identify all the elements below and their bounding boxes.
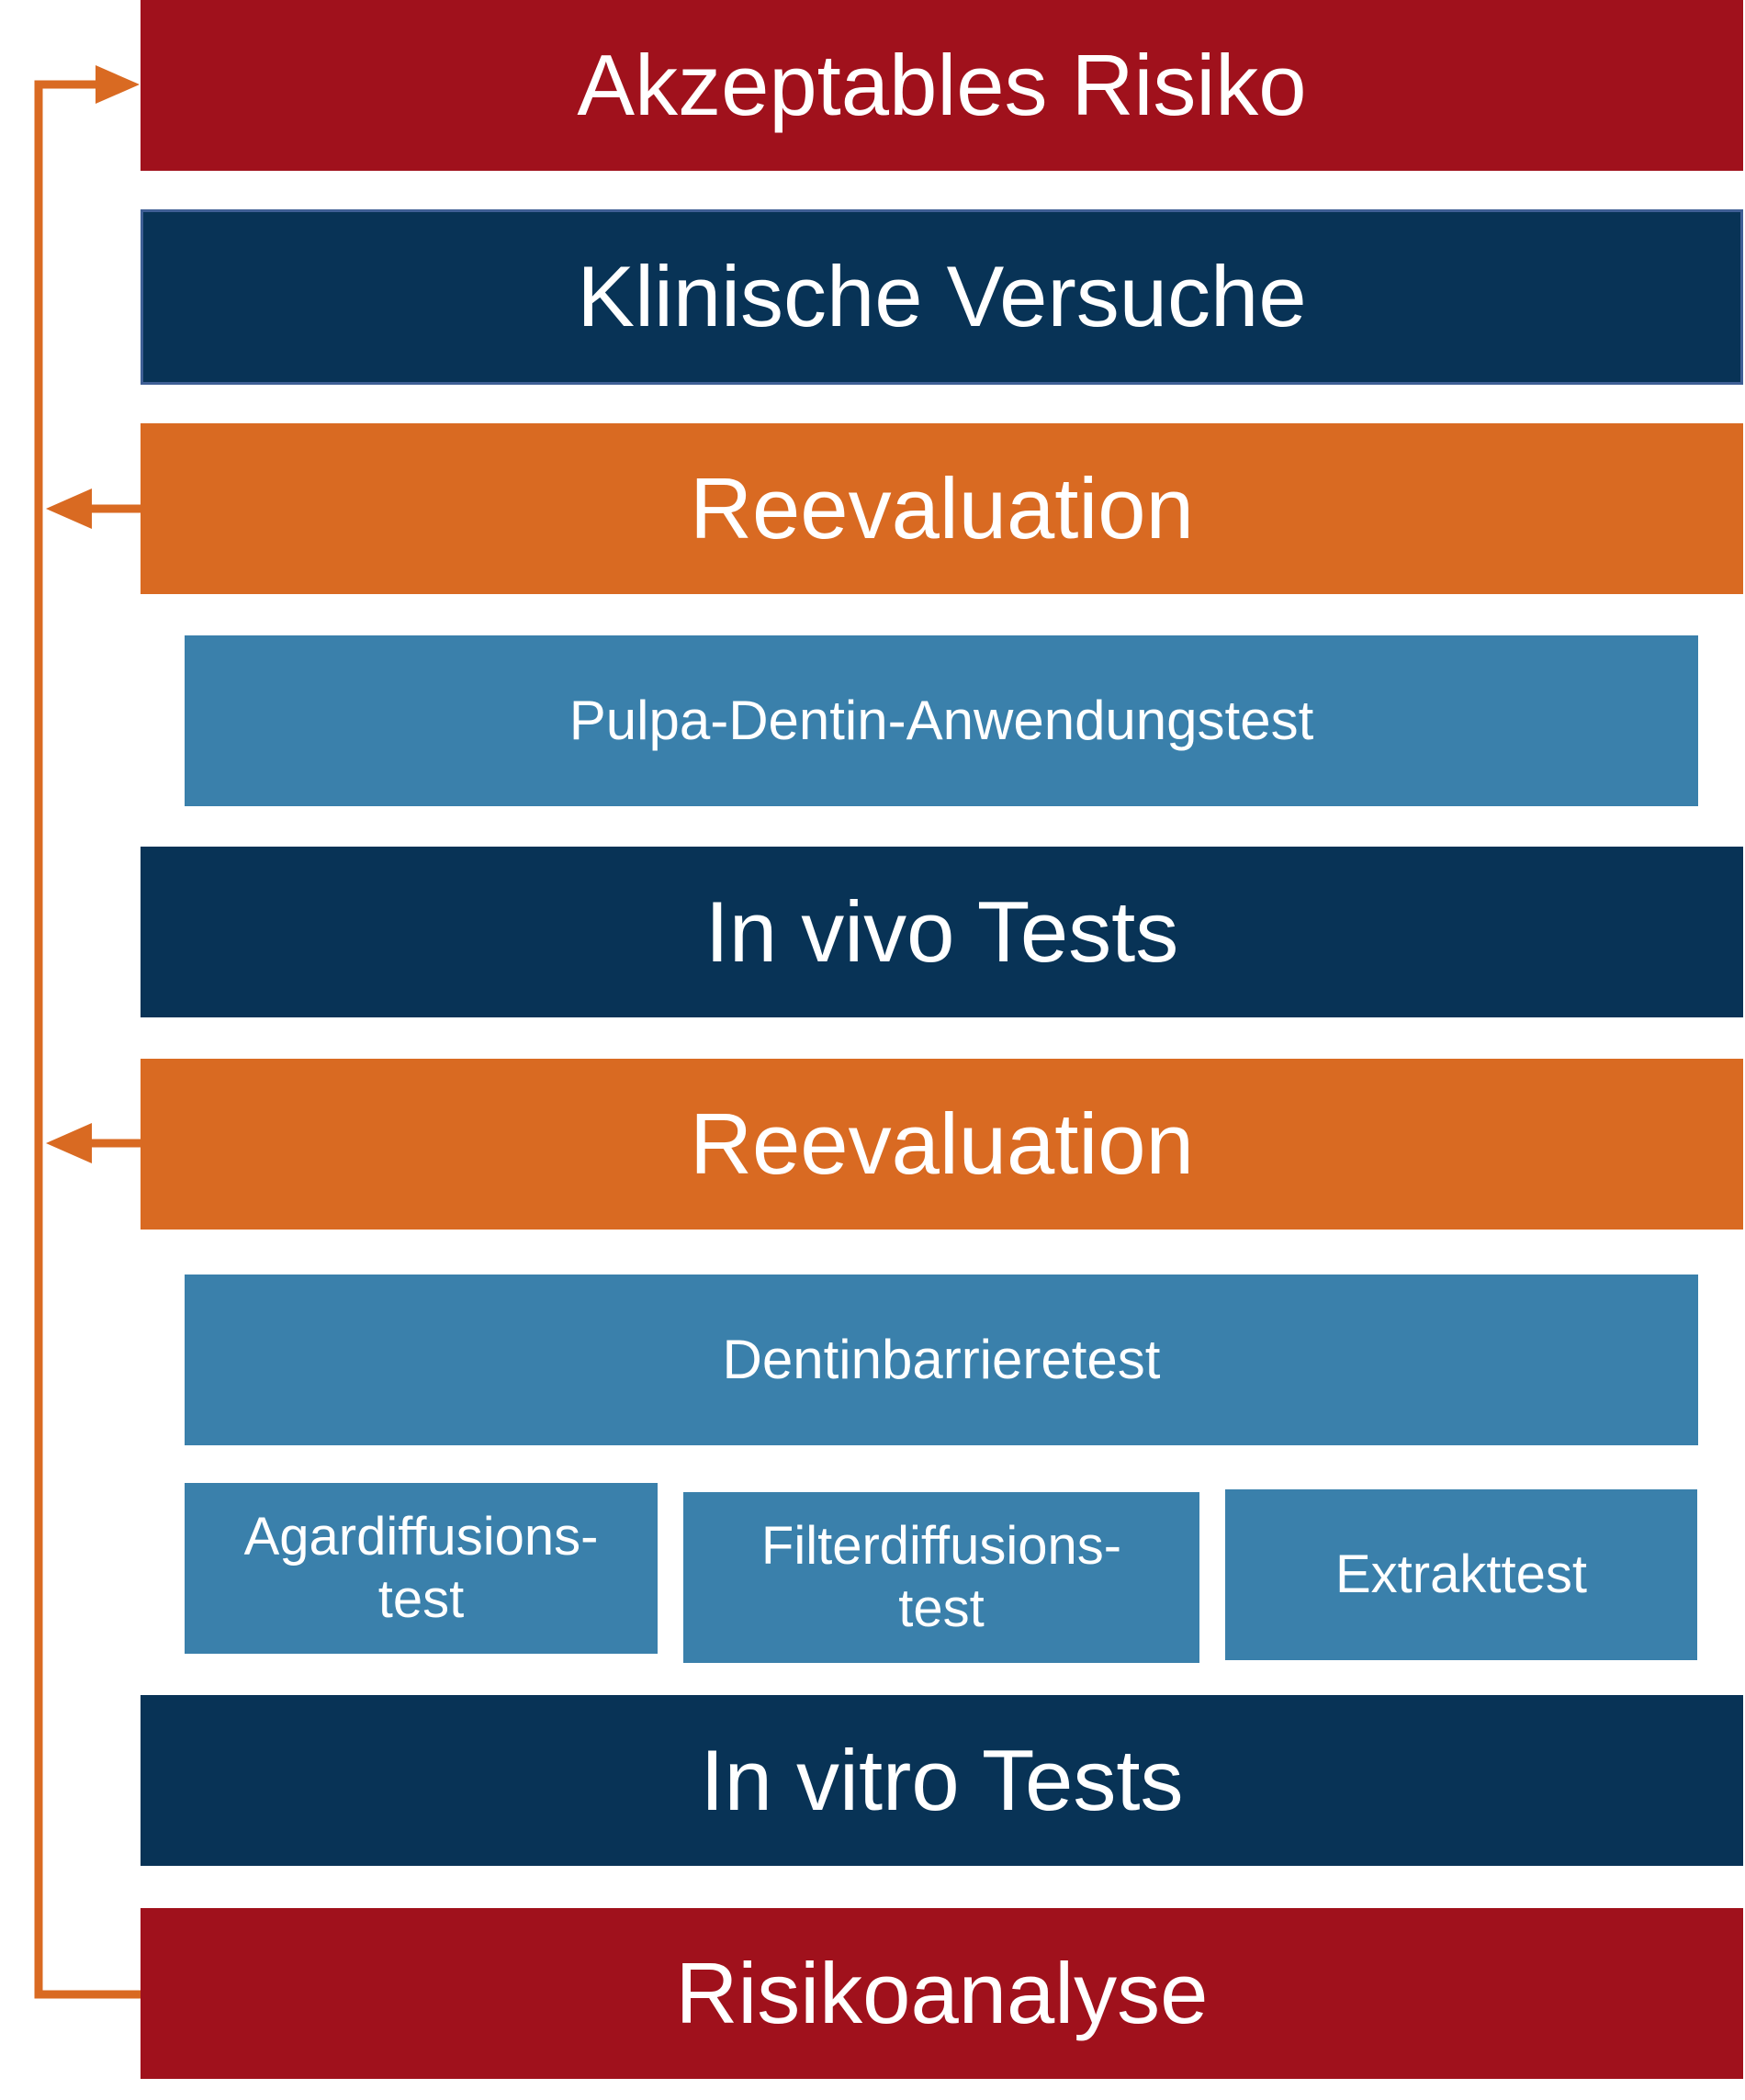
reevaluation-lower-box: Reevaluation [141,1059,1743,1230]
feedback-loop-line [34,80,141,1999]
pulp-dentin-test-box: Pulpa-Dentin-Anwendungstest [185,635,1698,806]
reevaluation-upper-label: Reevaluation [690,459,1194,556]
reevaluation-upper-box: Reevaluation [141,423,1743,594]
extract-test-box: Extrakttest [1225,1489,1697,1660]
clinical-trials-label: Klinische Versuche [577,248,1307,345]
filter-diffusion-test-label: Filterdiffusions- test [760,1515,1122,1638]
arrowhead-right-icon [96,65,140,104]
in-vitro-tests-label: In vitro Tests [700,1731,1184,1828]
extract-test-label: Extrakttest [1335,1544,1587,1604]
filter-diffusion-test-box: Filterdiffusions- test [683,1492,1199,1663]
clinical-trials-box: Klinische Versuche [141,209,1743,385]
dentin-barrier-test-box: Dentinbarrieretest [185,1275,1698,1445]
risk-analysis-label: Risikoanalyse [675,1944,1209,2041]
acceptable-risk-box: Akzeptables Risiko [141,0,1743,171]
in-vitro-tests-box: In vitro Tests [141,1695,1743,1866]
arrowhead-left-icon [46,489,92,529]
in-vivo-tests-box: In vivo Tests [141,847,1743,1017]
acceptable-risk-label: Akzeptables Risiko [577,36,1307,133]
in-vivo-tests-label: In vivo Tests [704,882,1179,980]
agar-diffusion-test-label: Agardiffusions- test [243,1506,599,1629]
dentin-barrier-test-label: Dentinbarrieretest [722,1328,1161,1390]
arrowhead-left-icon [46,1123,92,1163]
agar-diffusion-test-box: Agardiffusions- test [185,1483,658,1654]
reevaluation-lower-label: Reevaluation [690,1095,1194,1192]
risk-analysis-box: Risikoanalyse [141,1908,1743,2079]
pulp-dentin-test-label: Pulpa-Dentin-Anwendungstest [569,689,1314,751]
